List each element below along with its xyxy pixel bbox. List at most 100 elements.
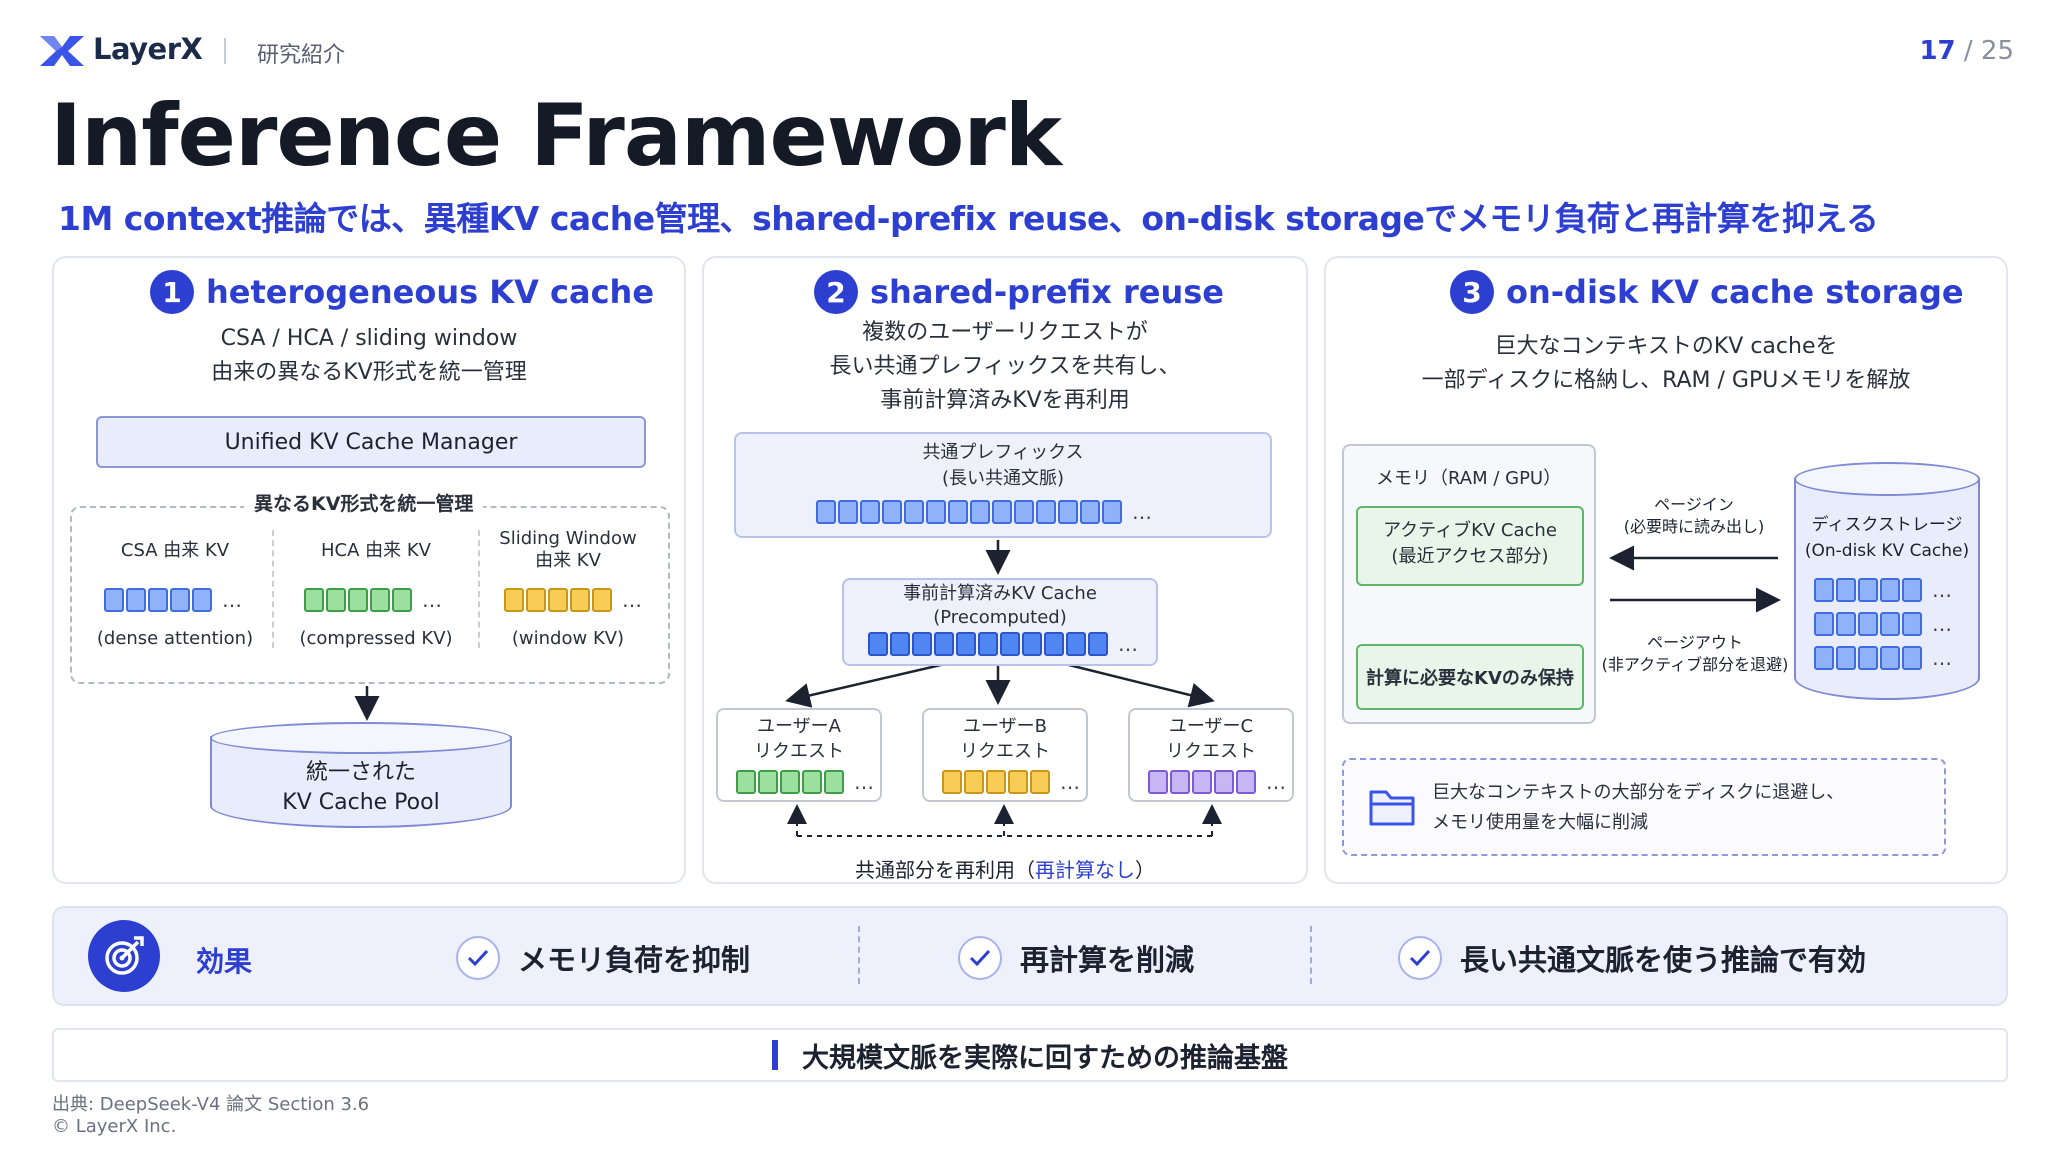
effect-item-long-context: 長い共通文脈を使う推論で有効	[1398, 936, 1866, 980]
memory-label: メモリ（RAM / GPU）	[1376, 468, 1562, 489]
panel3-number-badge: 3	[1450, 270, 1494, 314]
header-divider	[224, 38, 226, 64]
user-b-request	[922, 708, 1088, 802]
precomputed-kv-blocks: …	[868, 632, 1140, 656]
kv-block	[1836, 646, 1856, 670]
kv-block	[1880, 578, 1900, 602]
disk-line2: (On-disk KV Cache)	[1804, 541, 1970, 561]
kv-block	[326, 588, 346, 612]
kv-block	[548, 588, 568, 612]
panel1-title-text: heterogeneous KV cache	[206, 273, 655, 311]
kv-block	[1236, 770, 1256, 794]
summary-text: 大規模文脈を実際に回すための推論基盤	[802, 1042, 1288, 1074]
kv-block	[868, 632, 888, 656]
prefix-line1: 共通プレフィックス	[922, 442, 1084, 463]
panel2-number-badge: 2	[814, 270, 858, 314]
panel2-desc-line3: 事前計算済みKVを再利用	[880, 388, 1130, 413]
disk-line1: ディスクストレージ	[1811, 515, 1963, 535]
active-line2: (最近アクセス部分)	[1391, 546, 1549, 567]
kv-block	[348, 588, 368, 612]
kv-block	[1814, 646, 1834, 670]
user-c-line1: ユーザーC	[1168, 716, 1254, 737]
kv-block	[1058, 500, 1078, 524]
more-dots: …	[622, 588, 644, 612]
layerx-logo-icon	[40, 36, 84, 66]
kv-block	[1814, 578, 1834, 602]
kv-block	[1088, 632, 1108, 656]
disk-offload-text: 巨大なコンテキストの大部分をディスクに退避し、 メモリ使用量を大幅に削減	[1432, 778, 1844, 838]
kv-block	[1836, 612, 1856, 636]
kv-block	[956, 632, 976, 656]
kv-block	[592, 588, 612, 612]
precomputed-kv-label: 事前計算済みKV Cache (Precomputed)	[842, 582, 1158, 630]
shared-prefix-blocks: …	[816, 500, 1154, 524]
user-a-label: ユーザーA リクエスト	[716, 714, 882, 764]
kv-block	[148, 588, 168, 612]
hca-kv-label: HCA 由来 KV	[321, 540, 431, 561]
kv-block	[816, 500, 836, 524]
user-c-request	[1128, 708, 1294, 802]
page-title: Inference Framework	[50, 86, 1062, 186]
effect-divider	[1310, 926, 1312, 984]
kv-block	[1080, 500, 1100, 524]
sliding-window-kv-label: Sliding Window 由来 KV	[484, 528, 652, 572]
kv-block	[890, 632, 910, 656]
panel1-description: CSA / HCA / sliding window 由来の異なるKV形式を統一…	[52, 322, 686, 390]
kv-block	[1880, 612, 1900, 636]
effect-text: メモリ負荷を抑制	[518, 943, 751, 977]
page-in-label: ページイン (必要時に読み出し)	[1604, 494, 1784, 538]
more-dots: …	[1932, 646, 1954, 670]
kv-block	[1192, 770, 1212, 794]
copyright: © LayerX Inc.	[52, 1116, 177, 1137]
user-c-blocks: …	[1148, 770, 1288, 794]
kv-block	[1858, 646, 1878, 670]
page-subtitle: 1M context推論では、異種KV cache管理、shared-prefi…	[58, 199, 1879, 238]
reuse-caption: 共通部分を再利用（再計算なし）	[702, 854, 1308, 883]
kv-block	[1170, 770, 1190, 794]
check-glyph	[1409, 949, 1431, 967]
more-dots: …	[1932, 578, 1954, 602]
active-kv-cache: アクティブKV Cache (最近アクセス部分)	[1356, 506, 1584, 586]
csa-kv-blocks: …	[104, 588, 244, 612]
note-line1: 巨大なコンテキストの大部分をディスクに退避し、	[1432, 782, 1845, 803]
user-a-request	[716, 708, 882, 802]
disk-kv-row: …	[1814, 646, 1954, 670]
effects-bar	[52, 906, 2008, 1006]
hca-kv-note: (compressed KV)	[299, 628, 453, 649]
kv-cache-pool-top	[210, 722, 512, 754]
panel2-desc-line1: 複数のユーザーリクエストが	[862, 320, 1148, 345]
kv-block	[934, 632, 954, 656]
kv-block	[1014, 500, 1034, 524]
brand-name: LayerX	[93, 32, 203, 66]
user-a-line1: ユーザーA	[757, 716, 841, 737]
check-icon	[1398, 936, 1442, 980]
kv-block	[1858, 612, 1878, 636]
kv-block	[1022, 632, 1042, 656]
kv-block	[1008, 770, 1028, 794]
kv-block	[304, 588, 324, 612]
csa-kv-note: (dense attention)	[96, 628, 254, 649]
effects-label: 効果	[196, 945, 253, 978]
disk-offload-note	[1342, 758, 1946, 856]
kv-block	[1000, 632, 1020, 656]
column-divider	[478, 530, 480, 648]
page-out-line2: (非アクティブ部分を退避)	[1601, 655, 1789, 674]
panel2-desc-line2: 長い共通プレフィックスを共有し、	[829, 354, 1181, 379]
page-in-line1: ページイン	[1654, 495, 1734, 514]
summary-bar: 大規模文脈を実際に回すための推論基盤	[52, 1028, 2008, 1082]
kv-block	[838, 500, 858, 524]
column-divider	[272, 530, 274, 648]
kv-block	[802, 770, 822, 794]
kv-block	[1066, 632, 1086, 656]
kv-block	[104, 588, 124, 612]
effect-item-recompute: 再計算を削減	[958, 936, 1194, 980]
panel3-title-text: on-disk KV cache storage	[1506, 273, 1964, 311]
kv-block	[1858, 578, 1878, 602]
kv-block	[1030, 770, 1050, 794]
user-c-label: ユーザーC リクエスト	[1128, 714, 1294, 764]
more-dots: …	[1932, 612, 1954, 636]
user-a-blocks: …	[736, 770, 876, 794]
disk-kv-row: …	[1814, 578, 1954, 602]
effect-item-memory: メモリ負荷を抑制	[456, 936, 750, 980]
kv-block	[978, 632, 998, 656]
